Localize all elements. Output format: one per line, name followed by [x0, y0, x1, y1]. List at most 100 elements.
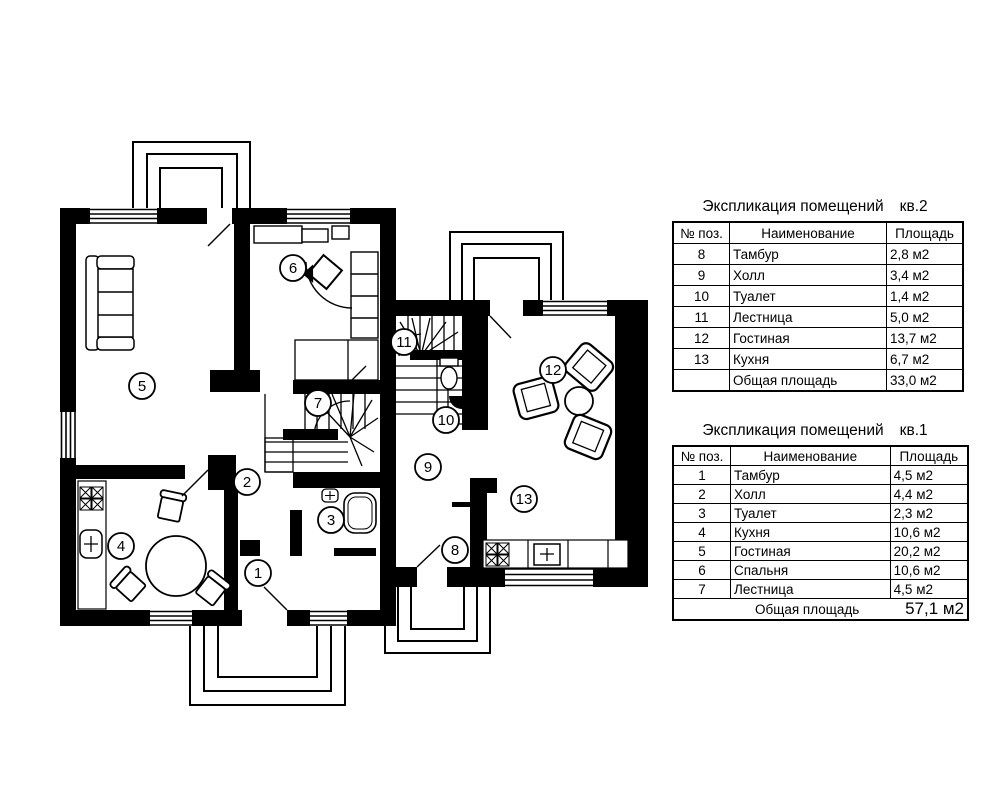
window [543, 300, 607, 316]
shelf [331, 225, 350, 240]
table-total-row: Общая площадь 57,1 м2 [672, 598, 969, 621]
area-cell: 2,8 м2 [886, 243, 964, 265]
total-label-cell: Общая площадь [729, 369, 887, 392]
name-cell: Тамбур [729, 243, 887, 265]
col-header-pos: № поз. [672, 221, 730, 244]
window [90, 208, 157, 224]
room-label-1: 1 [244, 559, 272, 587]
porch-top-right [449, 231, 564, 300]
col-header-name: Наименование [729, 221, 887, 244]
room-label-13: 13 [510, 485, 538, 513]
explication-table-kv2: № поз. Наименование Площадь 8 Тамбур 2,8… [672, 221, 964, 392]
window [150, 610, 192, 626]
area-cell: 2,3 м2 [889, 503, 969, 523]
pos-cell: 3 [672, 503, 731, 523]
room-label-4: 4 [107, 532, 135, 560]
total-merged-cell: Общая площадь 57,1 м2 [672, 598, 969, 621]
pos-cell: 8 [672, 243, 730, 265]
total-label: Общая площадь [755, 602, 860, 617]
name-cell: Холл [729, 484, 891, 504]
room-label-7: 7 [304, 389, 332, 417]
entrance-porch-steps [132, 141, 564, 706]
table-row: 4 Кухня 10,6 м2 [672, 522, 969, 542]
table-row: 12 Гостиная 13,7 м2 [672, 327, 964, 349]
door-swing [263, 586, 288, 611]
table-row: 1 Тамбур 4,5 м2 [672, 465, 969, 485]
svg-text:4: 4 [117, 538, 125, 555]
pos-cell: 2 [672, 484, 731, 504]
table-title-text: Экспликация помещений [702, 198, 884, 215]
windows [60, 208, 607, 626]
room-label-2: 2 [233, 468, 261, 496]
wardrobe [350, 251, 379, 339]
name-cell: Кухня [729, 348, 887, 370]
table-total-row: Общая площадь 33,0 м2 [672, 369, 964, 392]
explication-table-kv1: № поз. Наименование Площадь 1 Тамбур 4,5… [672, 445, 970, 621]
walls [60, 208, 648, 626]
table-header-row: № поз. Наименование Площадь [672, 445, 969, 466]
table-row: 6 Спальня 10,6 м2 [672, 560, 969, 580]
pos-cell: 13 [672, 348, 730, 370]
porch-bottom-left [189, 626, 346, 706]
table-title-kv2: Экспликация помещений кв.2 [672, 198, 958, 216]
area-cell: 3,4 м2 [886, 264, 964, 286]
closet [294, 339, 379, 381]
door-swing [181, 469, 209, 497]
door-swing [489, 315, 512, 339]
name-cell: Гостиная [729, 541, 891, 561]
pos-cell: 11 [672, 306, 730, 328]
room-label-12: 12 [539, 356, 567, 384]
door-swing [416, 544, 441, 568]
svg-text:13: 13 [516, 491, 533, 508]
toilet [439, 357, 459, 390]
name-cell: Холл [729, 264, 887, 286]
dining-table [145, 535, 207, 597]
svg-text:9: 9 [424, 459, 432, 476]
area-cell: 10,6 м2 [889, 522, 969, 542]
pos-cell: 12 [672, 327, 730, 349]
svg-text:11: 11 [396, 334, 412, 351]
table-row: 3 Туалет 2,3 м2 [672, 503, 969, 523]
kitchen-kv1-furniture [77, 469, 233, 610]
table-title-text: Экспликация помещений [702, 422, 884, 439]
desk-return [301, 228, 329, 243]
room-label-6: 6 [279, 254, 307, 282]
name-cell: Туалет [729, 285, 887, 307]
table-row: 5 Гостиная 20,2 м2 [672, 541, 969, 561]
pos-cell: 5 [672, 541, 731, 561]
name-cell: Кухня [729, 522, 891, 542]
area-cell: 20,2 м2 [889, 541, 969, 561]
name-cell: Лестница [729, 306, 887, 328]
area-cell: 10,6 м2 [889, 560, 969, 580]
room-label-10: 10 [432, 406, 460, 434]
room-labels: 1 2 3 4 5 6 7 8 9 10 11 12 13 [107, 254, 567, 587]
door-swings [207, 223, 512, 611]
table-title-unit: кв.2 [899, 198, 928, 215]
window [60, 412, 76, 458]
svg-text:12: 12 [545, 362, 562, 379]
area-cell: 5,0 м2 [886, 306, 964, 328]
porch-top-left [132, 141, 251, 208]
area-cell: 1,4 м2 [886, 285, 964, 307]
table-title-unit: кв.1 [899, 422, 928, 439]
col-header-pos: № поз. [672, 445, 731, 466]
svg-text:5: 5 [138, 378, 146, 395]
table-row: 11 Лестница 5,0 м2 [672, 306, 964, 328]
table-row: 13 Кухня 6,7 м2 [672, 348, 964, 370]
window [310, 610, 347, 626]
col-header-area: Площадь [889, 445, 969, 466]
desk [253, 225, 303, 244]
area-cell: 4,5 м2 [889, 465, 969, 485]
pos-cell: 9 [672, 264, 730, 286]
window [287, 208, 350, 224]
svg-text:7: 7 [314, 395, 322, 412]
svg-text:10: 10 [438, 412, 455, 429]
table-row: 10 Туалет 1,4 м2 [672, 285, 964, 307]
svg-text:1: 1 [254, 565, 262, 582]
living-room-kv2-furniture [510, 339, 617, 463]
name-cell: Спальня [729, 560, 891, 580]
table-row: 7 Лестница 4,5 м2 [672, 579, 969, 599]
room-label-9: 9 [414, 453, 442, 481]
